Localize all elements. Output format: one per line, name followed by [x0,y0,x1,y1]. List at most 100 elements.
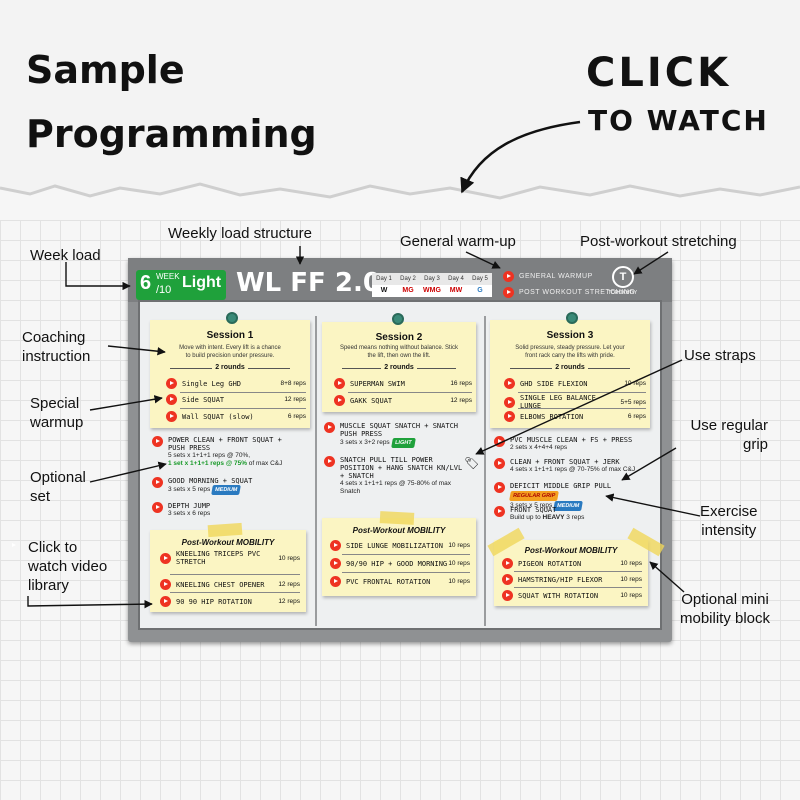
tape [207,522,243,538]
exercise-reps: 8+8 reps [280,380,306,387]
legend-play-icon [8,540,22,554]
play-icon [160,552,171,564]
annotation-line: Use regular [690,417,768,434]
general-warmup-link[interactable]: GENERAL WARMUP [503,271,593,282]
exercise-reps: 6 reps [627,413,646,420]
main-block[interactable]: CLEAN + FRONT SQUAT + JERK 4 sets x 1+1+… [494,458,660,474]
coaching-instruction: Solid pressure, steady pressure. Let you… [494,344,646,360]
column-divider [315,316,317,626]
exercise-reps: 12 reps [284,396,306,403]
post-workout-stretching-link[interactable]: POST WORKOUT STRETCHING [503,287,635,298]
play-icon [324,456,335,467]
play-icon [324,422,335,433]
annotation-use-straps: Use straps [684,347,756,364]
main-block[interactable]: DEFICIT MIDDLE GRIP PULL REGULAR GRIP 3 … [494,482,660,511]
block-name: POSITION + HANG SNATCH KN/LVL [340,464,463,472]
rounds-text: 2 rounds [552,364,588,371]
play-icon [160,596,171,607]
block-scheme: 4 sets x 1+1+1 reps @ 75-80% of max [340,480,452,487]
exercise-reps: 12 reps [278,581,300,588]
warmup-exercise[interactable]: Wall SQUAT (slow)6 reps [166,411,306,422]
day-value: MG [396,285,420,297]
desc-line: the lift, then own the lift. [367,353,431,359]
day-header: Day 2 [396,273,420,285]
general-warmup-label: GENERAL WARMUP [519,273,593,280]
block-name: + SNATCH [340,472,374,480]
play-icon [152,436,163,447]
block-scheme: 4 sets x 1+1+1 reps @ 70-75% of max C&J [510,466,636,473]
play-icon [502,558,513,569]
play-icon [502,590,513,601]
mobility-exercise[interactable]: PVC FRONTAL ROTATION 10 reps [330,576,470,587]
annotation-line: Optional [30,469,86,486]
block-scheme: 3 sets x 5 reps [168,486,211,493]
page-title-line2: Programming [26,112,317,156]
mobility-exercise[interactable]: KNEELING CHEST OPENER 12 reps [160,579,300,590]
divider [342,554,470,555]
exercise-name: HAMSTRING/HIP FLEXOR [518,575,603,584]
annotation-line: set [30,488,51,505]
session-title: Session 1 [206,330,254,341]
rounds-text: 2 rounds [381,364,417,371]
main-block[interactable]: SNATCH PULL TILL POWER POSITION + HANG S… [324,456,484,496]
exercise-name: Single Leg GHD [182,379,242,388]
block-scheme: 3 sets x 3+2 reps [340,439,390,446]
straps-icon: 🏷 [464,456,480,470]
exercise-name: KNEELING CHEST OPENER [176,580,265,589]
annotation-week-load: Week load [30,247,101,264]
annotation-line: Click to [28,539,78,556]
annotation-line: Exercise [700,503,758,520]
exercise-reps: 10 reps [448,578,470,585]
session-title: Session 2 [375,332,423,343]
week-number: 6 [140,272,152,294]
exercise-name: PVC FRONTAL ROTATION [346,577,431,586]
week-load-label: Light [182,274,222,291]
exercise-name: Wall SQUAT (slow) [182,412,254,421]
annotation-line: watch video [28,558,108,575]
week-label: WEEK [156,272,180,281]
tape [379,511,415,525]
main-block[interactable]: FRONT SQUAT Build up to HEAVY 3 reps [494,506,660,522]
click-to-watch-cta[interactable]: CLICK [586,50,732,96]
intensity-badge: MEDIUM [211,485,242,495]
divider [180,408,306,409]
divider [514,571,642,572]
day-value: MW [444,285,468,297]
main-block[interactable]: MUSCLE SQUAT SNATCH + SNATCH PUSH PRESS … [324,422,482,448]
annotation-special-warmup: Special warmup [30,394,83,432]
click-to-watch-cta-sub[interactable]: TO WATCH [588,104,769,137]
header-banner [0,0,800,200]
main-block[interactable]: GOOD MORNING + SQUAT 3 sets x 5 reps MED… [152,477,312,495]
main-block[interactable]: POWER CLEAN + FRONT SQUAT + PUSH PRESS 5… [152,436,312,468]
session-title: Session 3 [546,330,594,341]
divider [518,408,646,409]
block-name: PUSH PRESS [340,430,383,438]
mobility-title: Post-Workout MOBILITY [524,546,618,555]
main-block[interactable]: PVC MUSCLE CLEAN + FS + PRESS 2 sets x 4… [494,436,658,452]
play-icon [503,287,514,298]
block-name: DEFICIT MIDDLE GRIP PULL [510,482,612,490]
exercise-reps: 10 reps [448,560,470,567]
block-name: CLEAN + FRONT SQUAT + JERK [510,458,620,466]
grip-badge: REGULAR GRIP [509,491,560,501]
play-icon [330,558,341,569]
divider [180,392,306,393]
exercise-reps: 16 reps [450,380,472,387]
session-1-card: Session 1 Move with intent. Every lift i… [150,320,310,428]
warmup-exercise[interactable]: Single Leg GHD 8+8 reps [166,378,306,389]
main-block[interactable]: DEPTH JUMP 3 sets x 6 reps [152,502,312,518]
play-icon [160,579,171,590]
